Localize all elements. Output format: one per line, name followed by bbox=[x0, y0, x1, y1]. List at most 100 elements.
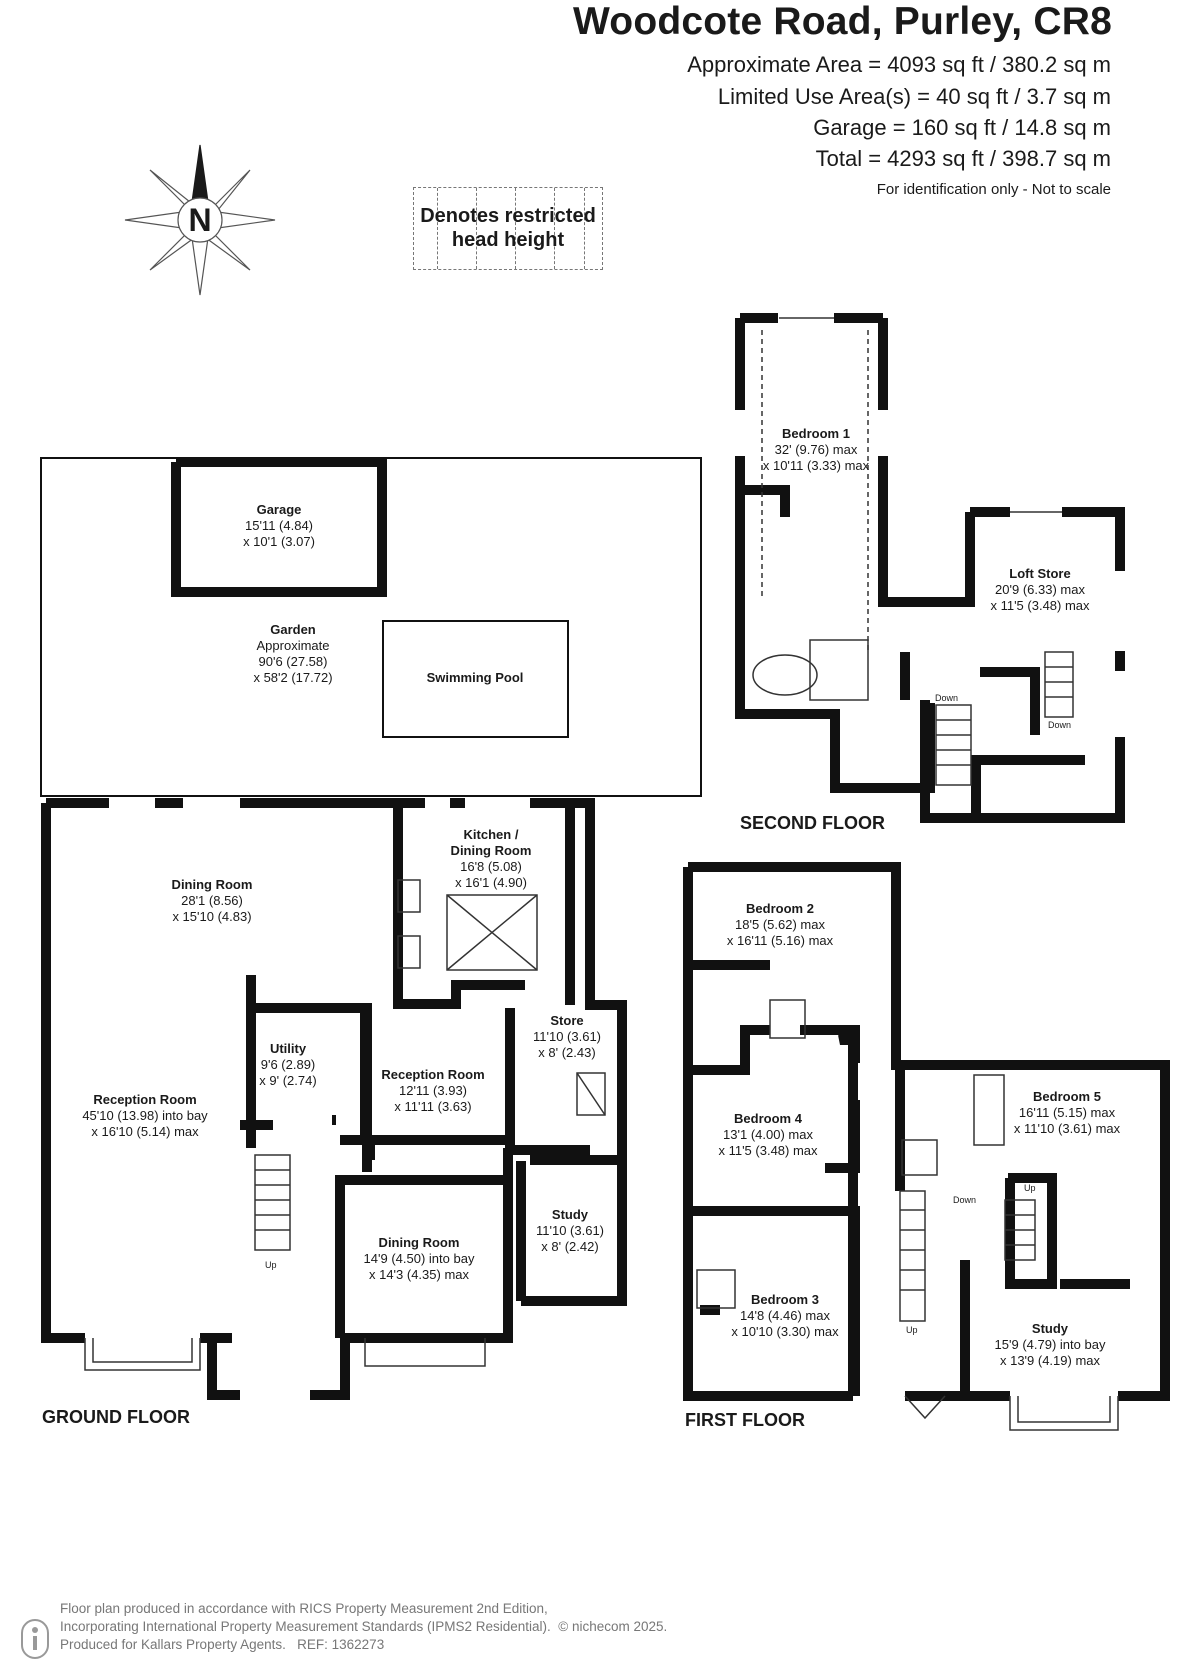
legend-line-2: head height bbox=[451, 229, 565, 251]
room-garage: Garage 15'11 (4.84) x 10'1 (3.07) bbox=[243, 502, 315, 550]
legend-line-1: Denotes restricted bbox=[420, 205, 596, 227]
room-dimension: 16'11 (5.15) max bbox=[1018, 1105, 1116, 1120]
room-dimension: x 16'10 (5.14) max bbox=[91, 1124, 199, 1139]
room-dimension: 15'9 (4.79) into bay bbox=[994, 1337, 1106, 1352]
room-dimension: x 13'9 (4.19) max bbox=[999, 1353, 1101, 1368]
stair-up-label: Up bbox=[906, 1325, 918, 1335]
total-area: Total = 4293 sq ft / 398.7 sq m bbox=[815, 146, 1111, 171]
room-dimension: 32' (9.76) max bbox=[774, 442, 858, 457]
room-name: Reception Room bbox=[93, 1092, 197, 1107]
room-dimension: x 11'5 (3.48) max bbox=[718, 1143, 818, 1158]
room-reception-main: Reception Room 45'10 (13.98) into bay x … bbox=[82, 1092, 207, 1140]
room-dimension: 45'10 (13.98) into bay bbox=[82, 1108, 208, 1123]
room-dimension: 16'8 (5.08) bbox=[460, 859, 522, 874]
room-name: Dining Room bbox=[378, 1235, 460, 1250]
room-study-ground: Study 11'10 (3.61) x 8' (2.42) bbox=[536, 1207, 604, 1255]
room-dimension: 90'6 (27.58) bbox=[258, 654, 328, 669]
room-dimension: 13'1 (4.00) max bbox=[723, 1127, 813, 1142]
room-name: Bedroom 2 bbox=[746, 901, 814, 916]
footer-line-2: Incorporating International Property Mea… bbox=[60, 1619, 551, 1634]
identification-note: For identification only - Not to scale bbox=[876, 181, 1111, 198]
room-dimension: x 10'1 (3.07) bbox=[243, 534, 315, 549]
room-dimension: x 8' (2.42) bbox=[541, 1239, 599, 1254]
room-name: Kitchen / bbox=[463, 827, 519, 842]
room-name: Garage bbox=[256, 502, 302, 517]
room-kitchen-dining: Kitchen / Dining Room 16'8 (5.08) x 16'1… bbox=[451, 827, 532, 891]
swimming-pool-outline bbox=[382, 620, 569, 738]
footer-line-1: Floor plan produced in accordance with R… bbox=[60, 1601, 548, 1616]
compass-letter: N bbox=[188, 202, 211, 238]
page-title: Woodcote Road, Purley, CR8 bbox=[573, 0, 1112, 43]
room-dimension: 28'1 (8.56) bbox=[181, 893, 243, 908]
room-loft-store: Loft Store 20'9 (6.33) max x 11'5 (3.48)… bbox=[990, 566, 1089, 614]
measurement-logo-icon bbox=[21, 1619, 49, 1659]
room-reception-2: Reception Room 12'11 (3.93) x 11'11 (3.6… bbox=[381, 1067, 484, 1115]
room-dimension: x 11'10 (3.61) max bbox=[1013, 1121, 1121, 1136]
room-bedroom-4: Bedroom 4 13'1 (4.00) max x 11'5 (3.48) … bbox=[718, 1111, 817, 1159]
room-dimension: x 58'2 (17.72) bbox=[253, 670, 333, 685]
footer-ref: REF: 1362273 bbox=[297, 1637, 385, 1652]
room-name: Bedroom 4 bbox=[734, 1111, 802, 1126]
room-dimension: x 10'10 (3.30) max bbox=[731, 1324, 839, 1339]
footer-line-3: Produced for Kallars Property Agents. bbox=[60, 1637, 286, 1652]
footer-copyright: © nichecom 2025. bbox=[558, 1619, 668, 1634]
room-name: Garden bbox=[270, 622, 316, 637]
stair-down-label: Down bbox=[953, 1195, 977, 1205]
room-dimension: x 11'5 (3.48) max bbox=[990, 598, 1090, 613]
room-dimension: x 10'11 (3.33) max bbox=[762, 458, 870, 473]
room-dimension: x 15'10 (4.83) bbox=[172, 909, 252, 924]
room-name: Loft Store bbox=[1009, 566, 1071, 581]
room-store: Store 11'10 (3.61) x 8' (2.43) bbox=[533, 1013, 601, 1061]
room-dimension: x 8' (2.43) bbox=[538, 1045, 596, 1060]
limited-use-area: Limited Use Area(s) = 40 sq ft / 3.7 sq … bbox=[717, 84, 1111, 109]
room-name: Study bbox=[1031, 1321, 1069, 1336]
room-dimension: x 16'11 (5.16) max bbox=[726, 933, 834, 948]
room-dimension: x 11'11 (3.63) bbox=[394, 1099, 472, 1114]
room-dimension: Approximate bbox=[256, 638, 330, 653]
room-dimension: 15'11 (4.84) bbox=[244, 518, 314, 533]
compass-icon: N bbox=[124, 144, 276, 296]
room-name: Bedroom 3 bbox=[751, 1292, 819, 1307]
room-dimension: 20'9 (6.33) max bbox=[995, 582, 1085, 597]
room-dimension: x 16'1 (4.90) bbox=[455, 875, 527, 890]
room-name: Dining Room bbox=[450, 843, 532, 858]
restricted-height-legend: Denotes restricted head height bbox=[413, 187, 603, 270]
room-name: Store bbox=[550, 1013, 584, 1028]
room-name: Utility bbox=[269, 1041, 307, 1056]
room-study-first: Study 15'9 (4.79) into bay x 13'9 (4.19)… bbox=[995, 1321, 1106, 1369]
ground-floor-label: GROUND FLOOR bbox=[42, 1407, 190, 1427]
room-swimming-pool: Swimming Pool bbox=[427, 670, 524, 686]
stair-up-label: Up bbox=[265, 1260, 277, 1270]
room-garden: Garden Approximate 90'6 (27.58) x 58'2 (… bbox=[253, 622, 332, 686]
room-name: Reception Room bbox=[381, 1067, 485, 1082]
garden-outline bbox=[40, 457, 702, 797]
approximate-area: Approximate Area = 4093 sq ft / 380.2 sq… bbox=[687, 52, 1111, 77]
room-dimension: x 9' (2.74) bbox=[259, 1073, 317, 1088]
room-dining-2: Dining Room 14'9 (4.50) into bay x 14'3 … bbox=[364, 1235, 475, 1283]
room-dimension: 14'9 (4.50) into bay bbox=[363, 1251, 475, 1266]
first-floor-label: FIRST FLOOR bbox=[685, 1410, 805, 1430]
room-dimension: 9'6 (2.89) bbox=[260, 1057, 316, 1072]
room-bedroom-1: Bedroom 1 32' (9.76) max x 10'11 (3.33) … bbox=[763, 426, 869, 474]
stair-down-label: Down bbox=[935, 693, 959, 703]
room-dimension: 11'10 (3.61) bbox=[535, 1223, 605, 1238]
room-name: Dining Room bbox=[171, 877, 253, 892]
room-dimension: 11'10 (3.61) bbox=[532, 1029, 602, 1044]
stair-up-label: Up bbox=[1024, 1183, 1036, 1193]
room-dimension: x 14'3 (4.35) max bbox=[368, 1267, 470, 1282]
room-name: Bedroom 1 bbox=[782, 426, 850, 441]
stair-down-label: Down bbox=[1048, 720, 1072, 730]
room-dimension: 14'8 (4.46) max bbox=[740, 1308, 830, 1323]
room-dimension: 18'5 (5.62) max bbox=[735, 917, 825, 932]
room-bedroom-5: Bedroom 5 16'11 (5.15) max x 11'10 (3.61… bbox=[1014, 1089, 1120, 1137]
room-bedroom-2: Bedroom 2 18'5 (5.62) max x 16'11 (5.16)… bbox=[727, 901, 833, 949]
room-name: Bedroom 5 bbox=[1033, 1089, 1101, 1104]
garage-area: Garage = 160 sq ft / 14.8 sq m bbox=[813, 115, 1111, 140]
room-name: Swimming Pool bbox=[426, 670, 524, 685]
room-bedroom-3: Bedroom 3 14'8 (4.46) max x 10'10 (3.30)… bbox=[731, 1292, 838, 1340]
room-dimension: 12'11 (3.93) bbox=[398, 1083, 468, 1098]
second-floor-label: SECOND FLOOR bbox=[740, 813, 886, 833]
footer: Floor plan produced in accordance with R… bbox=[60, 1600, 667, 1654]
room-utility: Utility 9'6 (2.89) x 9' (2.74) bbox=[259, 1041, 316, 1089]
